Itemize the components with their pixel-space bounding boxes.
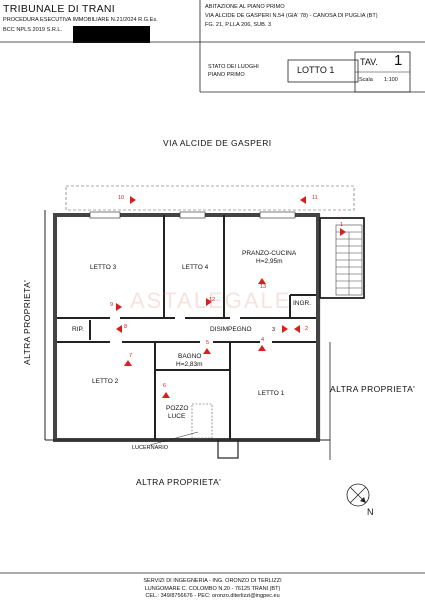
creditor-name: BCC NPLS 2019 S.R.L. xyxy=(3,27,63,33)
view-number: 13 xyxy=(260,284,267,290)
property-address: VIA ALCIDE DE GASPERI N.54 (GIA' 78) - C… xyxy=(205,13,378,19)
view-number: 10 xyxy=(118,195,125,201)
room-bagno-height: H=2,83m xyxy=(176,361,203,368)
view-number: 6 xyxy=(163,383,167,389)
footer-contacts: CEL.: 349/8756676 - PEC: oronzo.diterliz… xyxy=(145,593,280,599)
view-number: 2 xyxy=(305,326,309,332)
view-number: 4 xyxy=(261,337,265,343)
right-neighbor-label: ALTRA PROPRIETA' xyxy=(330,384,416,394)
view-number: 12 xyxy=(209,297,216,303)
room-pozzo-luce: LUCE xyxy=(168,413,186,420)
room-pranzo-cucina: PRANZO-CUCINA xyxy=(242,250,297,257)
view-number: 5 xyxy=(206,340,210,346)
north-label: N xyxy=(367,507,374,517)
view-number: 1 xyxy=(340,222,344,228)
view-number: 9 xyxy=(110,302,114,308)
drawing-state: STATO DEI LUOGHI xyxy=(208,64,259,70)
room-ingresso: INGR. xyxy=(293,300,312,307)
room-bagno: BAGNO xyxy=(178,353,202,360)
scale-label: Scala xyxy=(359,77,373,83)
view-number: 7 xyxy=(129,353,133,359)
view-number: 8 xyxy=(124,324,128,330)
room-lucernario: LUCERNARIO xyxy=(132,445,169,451)
property-type: ABITAZIONE AL PIANO PRIMO xyxy=(205,4,285,10)
view-number: 11 xyxy=(312,195,318,201)
court-title: TRIBUNALE DI TRANI xyxy=(3,3,115,15)
procedure-number: PROCEDURA ESECUTIVA IMMOBILIARE N.21/202… xyxy=(3,17,158,23)
room-pozzo: POZZO xyxy=(166,405,189,412)
room-letto2: LETTO 2 xyxy=(92,378,119,385)
room-letto1: LETTO 1 xyxy=(258,390,285,397)
scale-value: 1:100 xyxy=(384,77,398,83)
tav-number: 1 xyxy=(394,52,403,69)
view-number: 3 xyxy=(272,327,276,333)
room-ripostiglio: RIP. xyxy=(72,326,84,333)
footer-company: SERVIZI DI INGEGNERIA - ING. ORONZO DI T… xyxy=(143,578,282,584)
drawing-floor: PIANO PRIMO xyxy=(208,72,245,78)
tav-label: TAV. xyxy=(360,57,378,67)
watermark: ASTALEGALE xyxy=(130,288,292,313)
bottom-neighbor-label: ALTRA PROPRIETA' xyxy=(136,477,222,487)
room-pranzo-height: H=2,95m xyxy=(256,258,283,265)
footer-address: LUNGOMARE C. COLOMBO N.20 - 76125 TRANI … xyxy=(144,586,281,592)
room-letto3: LETTO 3 xyxy=(90,264,117,271)
lot-label: LOTTO 1 xyxy=(297,65,335,75)
room-letto4: LETTO 4 xyxy=(182,264,209,271)
room-disimpegno: DISIMPEGNO xyxy=(210,326,252,333)
redaction-bar xyxy=(73,26,150,43)
cadastral-reference: FG. 21, P.LLA 206, SUB. 3 xyxy=(205,22,272,28)
left-neighbor-label: ALTRA PROPRIETA' xyxy=(22,279,32,365)
street-name: VIA ALCIDE DE GASPERI xyxy=(163,138,272,148)
